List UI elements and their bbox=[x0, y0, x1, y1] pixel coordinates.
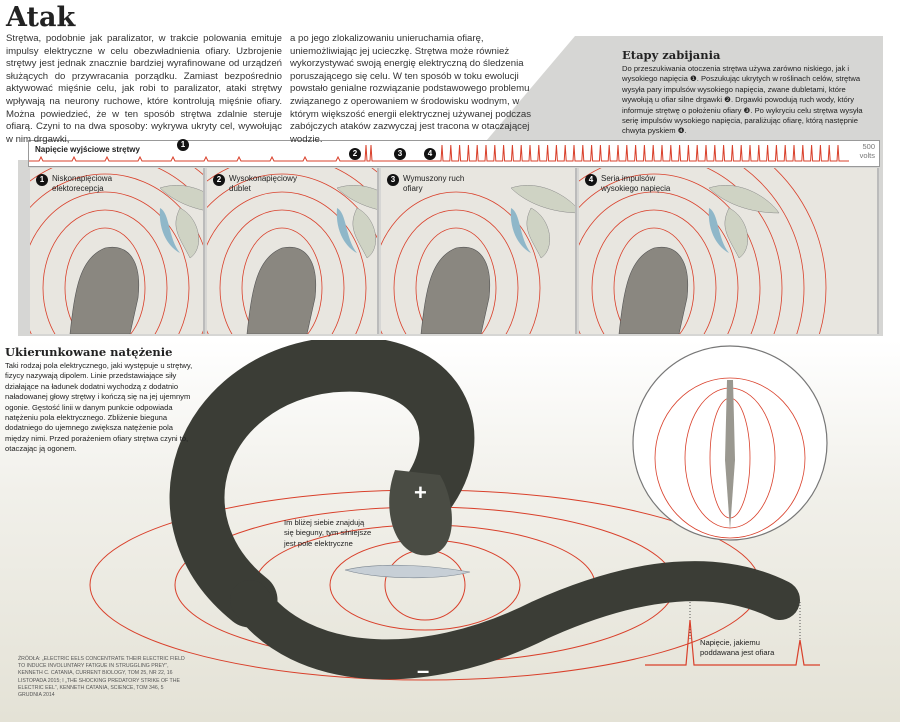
marker-4: 4 bbox=[424, 148, 436, 160]
marker-3: 3 bbox=[394, 148, 406, 160]
eel-dipole-illustration bbox=[89, 340, 828, 681]
sources: ŹRÓDŁA: „ELECTRIC EELS CONCENTRATE THEIR… bbox=[18, 656, 185, 699]
poles-note: Im bliżej siebie znajdują się bieguny, t… bbox=[284, 518, 372, 548]
eel-illustration bbox=[30, 168, 203, 334]
minus-pole: – bbox=[417, 658, 430, 683]
strip-label: Napięcie wyjściowe strętwy bbox=[35, 145, 140, 154]
panel-label: Wysokonapięciowy dublet bbox=[229, 174, 297, 193]
page-title: Atak bbox=[6, 2, 76, 33]
panel-number: 2 bbox=[213, 174, 225, 186]
scale-unit: volts bbox=[859, 151, 875, 160]
stage-panel: 1 Niskonapięciowa elektorecepcja bbox=[30, 168, 205, 334]
panel-label: Niskonapięciowa elektorecepcja bbox=[52, 174, 113, 193]
scale-value: 500 bbox=[862, 142, 875, 151]
field-section: Ukierunkowane natężenie Taki rodzaj pola… bbox=[0, 340, 900, 722]
intro-column-2: a po jego zlokalizowaniu unieruchamia of… bbox=[290, 33, 532, 145]
field-heading: Ukierunkowane natężenie bbox=[5, 345, 173, 359]
pulse-path bbox=[29, 144, 849, 162]
eel-illustration bbox=[207, 168, 377, 334]
stage-panel: 2 Wysokonapięciowy dublet bbox=[207, 168, 379, 334]
panel-label: Wymuszony ruch ofiary bbox=[403, 174, 465, 193]
panel-number: 3 bbox=[387, 174, 399, 186]
stage-panel: 4 Seria impulsów wysokiego napięcia bbox=[579, 168, 879, 334]
stages-text: Do przeszukiwania otoczenia strętwa używ… bbox=[622, 64, 863, 136]
victim-voltage-note: Napięcie, jakiemu poddawana jest ofiara bbox=[700, 638, 775, 658]
marker-2: 2 bbox=[349, 148, 361, 160]
field-info: Ukierunkowane natężenie Taki rodzaj pola… bbox=[5, 345, 195, 455]
eel-illustration bbox=[381, 185, 575, 334]
plus-pole: + bbox=[414, 480, 427, 505]
panel-number: 4 bbox=[585, 174, 597, 186]
stages-box: Etapy zabijania Do przeszukiwania otocze… bbox=[622, 48, 872, 137]
intro-column-1: Strętwa, podobnie jak paralizator, w tra… bbox=[6, 33, 282, 145]
eel-illustration bbox=[579, 168, 827, 334]
panel-label: Seria impulsów wysokiego napięcia bbox=[601, 174, 671, 193]
stages-heading: Etapy zabijania bbox=[622, 48, 721, 62]
field-text: Taki rodzaj pola elektrycznego, jaki wys… bbox=[5, 361, 193, 454]
pulse-trace bbox=[29, 144, 849, 162]
stage-panel: 3 Wymuszony ruch ofiary bbox=[381, 168, 577, 334]
panel-number: 1 bbox=[36, 174, 48, 186]
marker-1: 1 bbox=[177, 139, 189, 151]
